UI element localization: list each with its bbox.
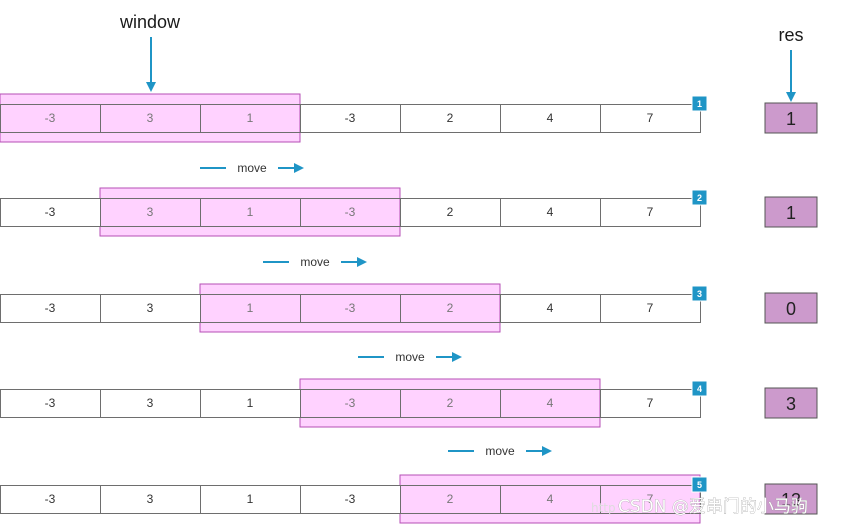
- array-cell-value: 4: [547, 111, 554, 125]
- move-indicator-2: move: [263, 255, 367, 269]
- watermark-url: http: [591, 501, 616, 515]
- res-value: 13: [781, 490, 801, 510]
- array-cell-value: 3: [147, 396, 154, 410]
- array-cell: [100, 294, 201, 323]
- step-badge: [691, 380, 708, 397]
- window-label: window: [119, 12, 181, 32]
- array-cell-value: 2: [447, 396, 454, 410]
- res-box: [764, 196, 818, 228]
- step-badge-number: 1: [697, 99, 702, 109]
- watermark-text: CSDN @爱串门的小马驹: [618, 497, 808, 517]
- move-indicator-1: move: [200, 161, 304, 175]
- res-value: 3: [786, 394, 796, 414]
- step-row-2: -3 3 1 -3 2 4 7 2 1: [0, 187, 818, 237]
- array-cell-value: 7: [647, 396, 654, 410]
- array-cell-value: -3: [345, 396, 356, 410]
- array-cell: [600, 198, 701, 227]
- array-cell: [0, 294, 101, 323]
- res-value: 1: [786, 203, 796, 223]
- move-label: move: [300, 255, 330, 269]
- array-cell: [200, 485, 301, 514]
- step-badge: [691, 189, 708, 206]
- array-cell-value: 4: [547, 205, 554, 219]
- array-cell-value: 4: [547, 492, 554, 506]
- array-cell: [600, 485, 701, 514]
- array-cell-value: 2: [447, 111, 454, 125]
- array-cell: [500, 104, 601, 133]
- array-cell-value: 1: [247, 492, 254, 506]
- step-row-3: -3 3 1 -3 2 4 7 3 0: [0, 283, 818, 333]
- step-badge-number: 2: [697, 193, 702, 203]
- res-box: [764, 387, 818, 419]
- array-cell: [600, 294, 701, 323]
- step-badge: [691, 95, 708, 112]
- array-cell-value: 4: [547, 301, 554, 315]
- array-cell-value: 1: [247, 111, 254, 125]
- array-cell: [600, 104, 701, 133]
- move-indicator-4: move: [448, 444, 552, 458]
- move-label: move: [237, 161, 267, 175]
- array-cell-value: 3: [147, 301, 154, 315]
- res-value: 0: [786, 299, 796, 319]
- array-cell-value: 3: [147, 205, 154, 219]
- array-cell-value: -3: [45, 492, 56, 506]
- array-cell: [500, 294, 601, 323]
- array-cell-value: 1: [247, 205, 254, 219]
- move-label: move: [395, 350, 425, 364]
- array-cell-value: 3: [147, 111, 154, 125]
- step-badge: [691, 285, 708, 302]
- array-cell: [0, 198, 101, 227]
- step-row-4: -3 3 1 -3 2 4 7 4 3: [0, 378, 818, 428]
- res-box: [764, 102, 818, 134]
- array-cell-value: 2: [447, 301, 454, 315]
- array-cell-value: 1: [247, 396, 254, 410]
- array-cell-value: 7: [647, 111, 654, 125]
- window-highlight: [399, 474, 701, 524]
- array-cell: [400, 104, 501, 133]
- array-cell-value: -3: [45, 396, 56, 410]
- array-cell: [200, 389, 301, 418]
- window-highlight: [199, 283, 501, 333]
- array-cell-value: 7: [647, 301, 654, 315]
- array-cell: [0, 485, 101, 514]
- move-indicators: move move move move: [200, 161, 552, 458]
- array-cell-value: 1: [247, 301, 254, 315]
- step-badge: [691, 476, 708, 493]
- array-cell-value: 7: [647, 205, 654, 219]
- step-row-5: -3 3 1 -3 2 4 7 5 13: [0, 474, 818, 524]
- array-cell: [400, 198, 501, 227]
- res-box: [764, 483, 818, 515]
- array-cell-value: -3: [345, 492, 356, 506]
- array-cell-value: 7: [647, 492, 654, 506]
- array-cell-value: -3: [45, 111, 56, 125]
- step-row-1: -3 3 1 -3 2 4 7 1 1: [0, 93, 818, 143]
- step-badge-number: 4: [697, 384, 702, 394]
- step-badge-number: 5: [697, 480, 702, 490]
- move-label: move: [485, 444, 515, 458]
- array-cell: [300, 485, 401, 514]
- array-cell: [500, 198, 601, 227]
- res-value: 1: [786, 109, 796, 129]
- res-label: res: [778, 25, 803, 45]
- array-cell-value: 2: [447, 205, 454, 219]
- array-cell: [600, 389, 701, 418]
- array-cell-value: -3: [45, 205, 56, 219]
- step-badge-number: 3: [697, 289, 702, 299]
- array-cell-value: -3: [345, 111, 356, 125]
- move-indicator-3: move: [358, 350, 462, 364]
- array-cell-value: -3: [345, 205, 356, 219]
- array-cell-value: -3: [345, 301, 356, 315]
- res-box: [764, 292, 818, 324]
- array-cell: [100, 389, 201, 418]
- array-cell-value: 2: [447, 492, 454, 506]
- array-cell-value: -3: [45, 301, 56, 315]
- window-highlight: [299, 378, 601, 428]
- array-cell-value: 3: [147, 492, 154, 506]
- step-rows: -3 3 1 -3 2 4 7 1 1 -3 3 1 -3 2 4 7 2 1 -3 3 1 -3 2 4 7 3 0 -3 3 1 -3 2…: [0, 93, 818, 524]
- array-cell-value: 4: [547, 396, 554, 410]
